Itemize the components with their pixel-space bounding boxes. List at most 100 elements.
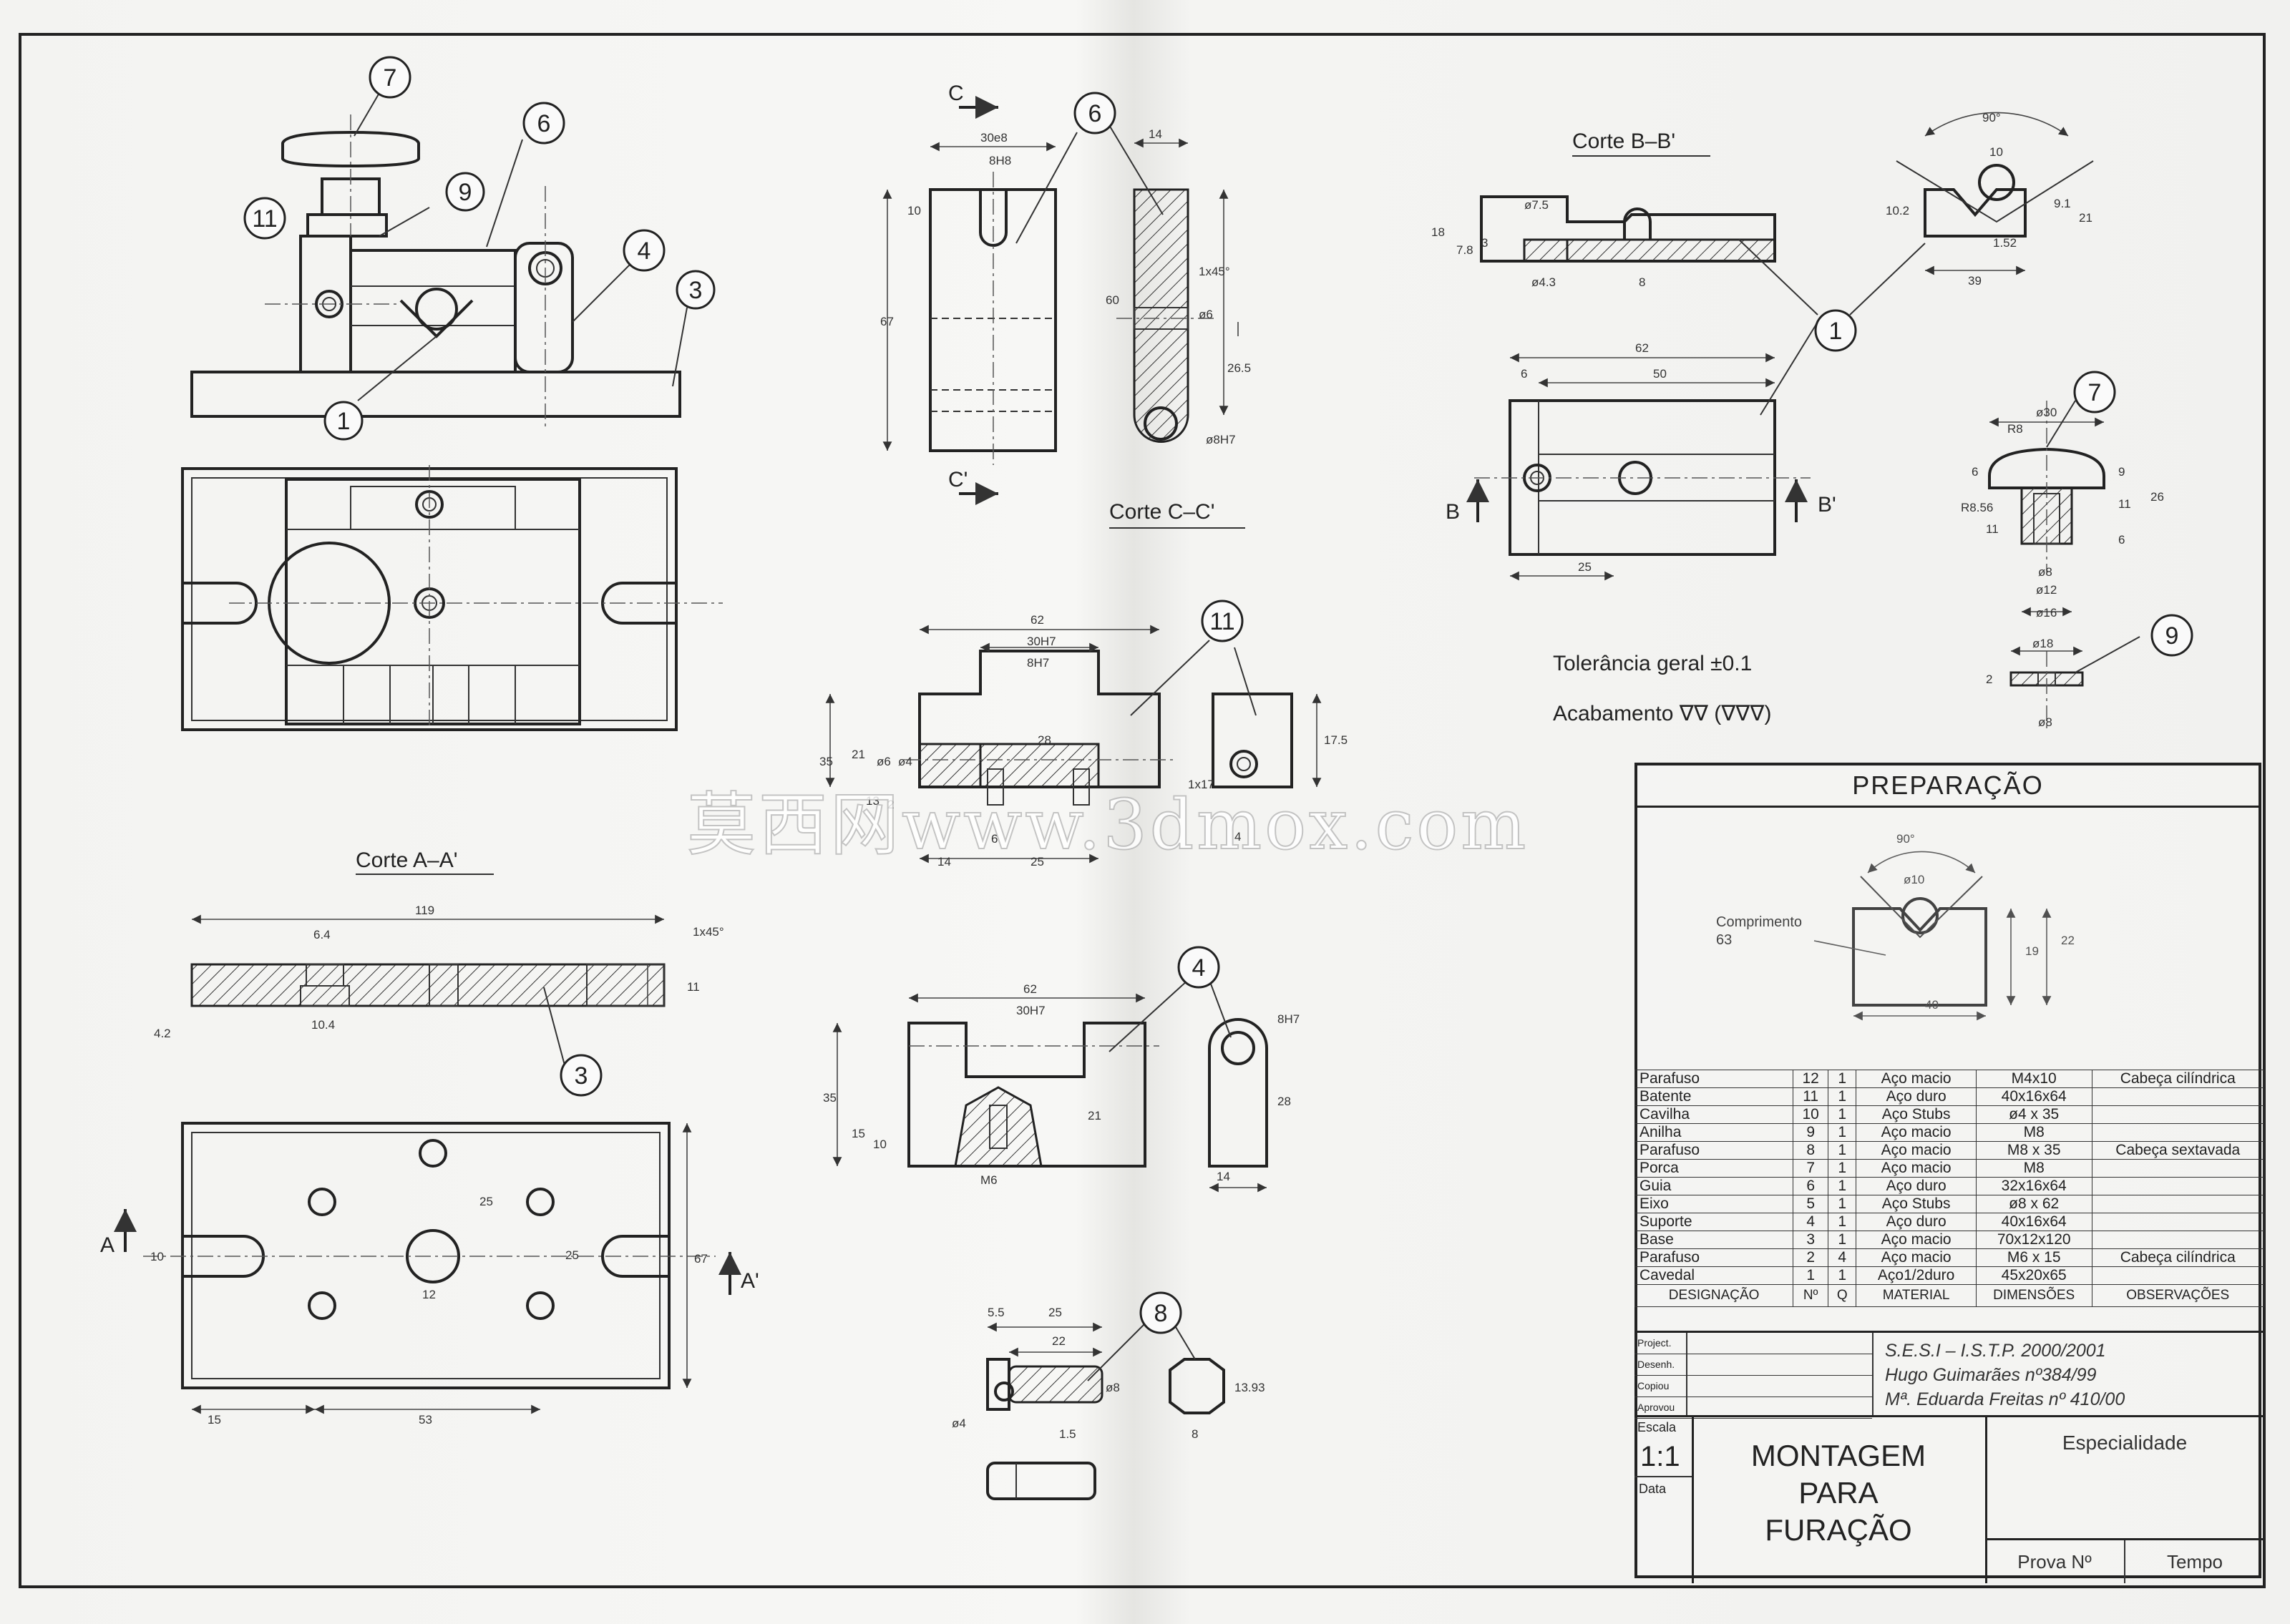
bom-cell-n: 9 (1793, 1123, 1829, 1142)
part-batente-section (905, 650, 1293, 806)
bom-cell-material: Aço macio (1856, 1159, 1977, 1178)
signature-row: Project. Desenh. Copiou Aprovou S.E.S.I … (1634, 1331, 2264, 1419)
bom-cell-q: 1 (1828, 1195, 1857, 1213)
svg-text:Comprimento: Comprimento (1716, 914, 1802, 930)
bom-cell-n: 6 (1793, 1177, 1829, 1195)
svg-text:67: 67 (880, 315, 894, 328)
svg-text:30H7: 30H7 (1027, 635, 1056, 648)
svg-text:8: 8 (1639, 275, 1645, 289)
svg-text:17.5: 17.5 (1324, 733, 1348, 747)
bom-cell-obs (2091, 1231, 2265, 1249)
svg-text:1: 1 (1829, 318, 1843, 345)
specialty-label: Especialidade (2062, 1432, 2188, 1454)
svg-text:1x17: 1x17 (1188, 778, 1214, 791)
bom-cell-material: Aço macio (1856, 1123, 1977, 1142)
bom-cell-name: Batente (1634, 1087, 1794, 1106)
svg-text:9: 9 (2118, 465, 2125, 479)
svg-text:R8: R8 (2007, 422, 2023, 436)
bom-cell-n: 1 (1793, 1266, 1829, 1285)
svg-text:60: 60 (1106, 293, 1119, 307)
marker-b: B (1446, 500, 1460, 524)
svg-text:15: 15 (852, 1127, 865, 1140)
svg-text:11: 11 (687, 980, 700, 994)
svg-text:67: 67 (694, 1252, 708, 1266)
svg-text:15: 15 (208, 1413, 221, 1427)
time-label: Tempo (2166, 1551, 2223, 1572)
bom-cell-q: 1 (1828, 1123, 1857, 1142)
marker-a-prime: A' (741, 1269, 759, 1293)
svg-text:21: 21 (2079, 211, 2092, 225)
svg-text:22: 22 (1052, 1334, 1066, 1348)
svg-text:1x45°: 1x45° (693, 925, 724, 939)
sign-labels: Project. Desenh. Copiou Aprovou (1634, 1333, 1687, 1419)
svg-text:10.4: 10.4 (311, 1018, 335, 1032)
bom-cell-dims: ø4 x 35 (1975, 1105, 2092, 1124)
svg-text:7.8: 7.8 (1456, 243, 1473, 257)
author-1: Hugo Guimarães nº384/99 (1885, 1365, 2097, 1385)
bom-cell-name: Cavilha (1634, 1105, 1794, 1124)
bom-cell-obs: Cabeça cilíndrica (2091, 1248, 2265, 1267)
scale-column: Escala 1:1 Data (1634, 1417, 1694, 1583)
svg-text:62: 62 (1023, 982, 1037, 996)
bom-header-n: Nº (1793, 1284, 1829, 1307)
exam-number-label: Prova Nº (1985, 1540, 2125, 1583)
svg-text:8: 8 (1154, 1300, 1168, 1327)
bom-cell-q: 1 (1828, 1213, 1857, 1231)
svg-text:ø8H7: ø8H7 (1206, 433, 1236, 446)
balloon-1: 1 (323, 401, 364, 441)
bom-cell-dims: 45x20x65 (1975, 1266, 2092, 1285)
title-corte-cc: Corte C–C' (1109, 500, 1214, 524)
balloon-4: 4 (623, 229, 666, 272)
bom-cell-dims: 70x12x120 (1975, 1231, 2092, 1249)
preparation-title: PREPARAÇÃO (1637, 765, 2259, 808)
bom-header-obs: OBSERVAÇÕES (2091, 1284, 2265, 1307)
svg-text:63: 63 (1716, 932, 1732, 948)
svg-text:14: 14 (1149, 127, 1162, 141)
bom-cell-q: 4 (1828, 1248, 1857, 1267)
svg-text:19: 19 (2025, 944, 2039, 958)
bom-cell-obs (2091, 1087, 2265, 1106)
svg-text:21: 21 (852, 748, 865, 761)
part-anilha (2009, 651, 2084, 730)
svg-text:10.2: 10.2 (1886, 204, 1909, 217)
bom-cell-name: Eixo (1634, 1195, 1794, 1213)
svg-text:11: 11 (1986, 522, 1999, 536)
svg-text:14: 14 (1217, 1170, 1230, 1183)
bom-cell-name: Suporte (1634, 1213, 1794, 1231)
svg-text:4: 4 (1192, 954, 1206, 982)
bom-cell-material: Aço1/2duro (1856, 1266, 1977, 1285)
svg-text:3: 3 (1481, 236, 1488, 250)
title-corte-aa: Corte A–A' (356, 848, 457, 872)
svg-text:90°: 90° (1896, 832, 1915, 846)
balloon-suporte: 4 (1177, 946, 1220, 989)
bom-cell-dims: M4x10 (1975, 1070, 2092, 1088)
bom-cell-dims: 40x16x64 (1975, 1087, 2092, 1106)
finish-note: Acabamento ∇∇ (∇∇∇) (1553, 702, 1771, 725)
bom-cell-n: 12 (1793, 1070, 1829, 1088)
svg-text:50: 50 (1653, 367, 1667, 381)
svg-text:7: 7 (2088, 379, 2102, 406)
svg-text:ø6: ø6 (877, 755, 891, 768)
svg-text:28: 28 (1038, 733, 1051, 747)
sign-label: Project. (1634, 1333, 1686, 1354)
bom-cell-q: 1 (1828, 1159, 1857, 1178)
bom-cell-name: Parafuso (1634, 1070, 1794, 1088)
svg-text:6: 6 (1521, 367, 1527, 381)
bom-cell-dims: M8 (1975, 1123, 2092, 1142)
part-cavilha (986, 1358, 1225, 1500)
svg-text:ø18: ø18 (2032, 637, 2053, 650)
balloon-batente: 11 (1201, 600, 1244, 642)
svg-text:25: 25 (565, 1248, 579, 1262)
svg-text:4: 4 (638, 238, 651, 265)
svg-text:2: 2 (1986, 672, 1992, 686)
author-2: Mª. Eduarda Freitas nº 410/00 (1885, 1389, 2125, 1409)
bom-cell-obs (2091, 1213, 2265, 1231)
svg-text:11: 11 (2118, 497, 2131, 511)
